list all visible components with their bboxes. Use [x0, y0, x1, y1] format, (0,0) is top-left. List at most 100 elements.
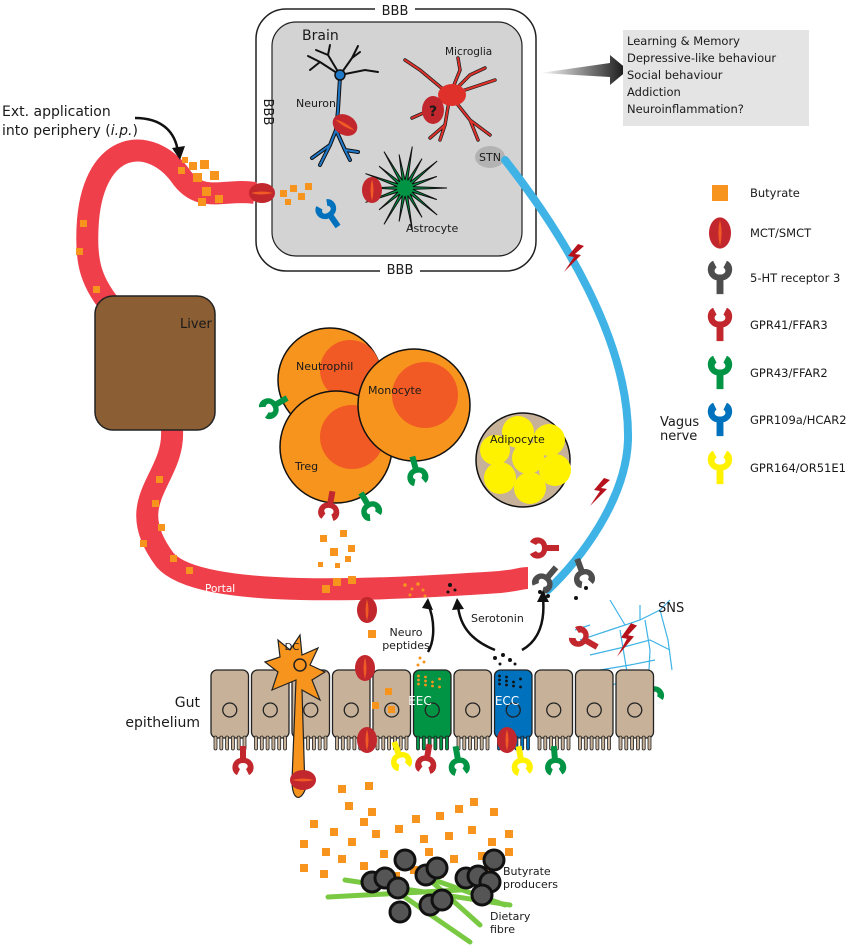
blood-vessel-upper [76, 139, 257, 312]
serotonin-arrow-vagus [521, 597, 545, 652]
eec-cell [412, 669, 452, 751]
mct-transporter-vein [357, 597, 377, 623]
portal-butyrate-particles [140, 476, 356, 593]
brain-butyrate-particles [280, 183, 312, 205]
mct-transporter-apical [355, 655, 375, 681]
epithelial-cell [615, 669, 655, 751]
portal-vein-label-line2: vein [215, 595, 237, 607]
brain-interior [271, 21, 523, 257]
serotonin-release-dots [493, 653, 517, 666]
epithelial-cell [372, 669, 412, 751]
microglia-icon [403, 56, 497, 142]
epithelial-cell [453, 669, 493, 751]
adipocyte-label: Adipocyte [490, 433, 545, 446]
neuropeptide-dots-vein [403, 582, 427, 598]
serotonin-dots-vagus [538, 586, 588, 600]
ip-butyrate-particles [76, 157, 223, 293]
mct-transporter-astrocyte [362, 177, 382, 203]
gpr41-receptor-vagus [530, 537, 559, 559]
fibre-label-line2: fibre [490, 923, 515, 936]
fibre-label-line1: Dietary [490, 910, 531, 923]
brain-title: Brain [302, 28, 339, 44]
gut-label-line2: epithelium [125, 715, 200, 731]
neuropeptides-label-line2: peptides [382, 639, 430, 652]
gpr41-receptor-gut-1 [232, 746, 254, 775]
serotonin-arrow-vein [456, 605, 496, 652]
monocyte-cell [357, 348, 471, 462]
effect-item: Neuroinflammation? [627, 102, 744, 116]
vagus-nerve [501, 156, 633, 594]
signal-bolt-lower [590, 478, 610, 506]
epithelial-cell [574, 669, 614, 751]
legend-label-gpr41: GPR41/FFAR3 [750, 318, 828, 332]
legend-receptor-icon [707, 402, 733, 437]
legend-label-5ht3: 5-HT receptor 3 [750, 271, 841, 285]
brain-region: BBB BBB BBB Brain Neuron Microglia ? Ast… [255, 3, 537, 278]
liver-label: Liver [180, 317, 213, 332]
serotonin-dots-vein [446, 583, 457, 594]
stn-label: STN [479, 151, 501, 164]
legend-label-gpr43: GPR43/FFAR2 [750, 366, 828, 380]
mct-transporter-microglia [422, 96, 444, 124]
ext-application-line1: Ext. application [2, 104, 111, 120]
portal-vein-label-line1: Portal [205, 583, 235, 595]
gpr43-receptor-gut-1 [445, 744, 472, 777]
epithelial-cell [331, 669, 371, 751]
liver [94, 295, 216, 431]
effect-item: Learning & Memory [627, 34, 740, 48]
gut-label-line1: Gut [175, 695, 201, 711]
epithelial-cell [210, 669, 250, 751]
behavioural-effects-box: Learning & Memory Depressive-like behavi… [623, 30, 809, 126]
producers-label-line2: producers [503, 878, 558, 891]
effect-item: Social behaviour [627, 68, 723, 82]
adipocyte-cell [475, 412, 571, 508]
mct-transporter-dc [290, 770, 316, 790]
neuropeptides-label-line1: Neuro [390, 626, 423, 639]
effect-item: Addiction [627, 85, 681, 99]
signal-bolt-sns [617, 623, 637, 657]
effect-item: Depressive-like behaviour [627, 51, 777, 65]
serotonin-label: Serotonin [471, 612, 524, 625]
monocyte-label: Monocyte [368, 384, 422, 397]
mct-transporter-basal [357, 727, 377, 753]
neutrophil-label: Neutrophil [296, 360, 353, 373]
ext-application-arrow [134, 116, 180, 153]
legend-label-gpr164: GPR164/OR51E1 [750, 461, 846, 475]
ext-application-line2: into periphery (i.p.) [2, 123, 138, 139]
mct-transporter-ecc [497, 727, 517, 753]
vagus-label-line1: Vagus [660, 415, 699, 430]
dc-label: DC [285, 642, 300, 653]
vagus-label-line2: nerve [660, 429, 697, 444]
neuron-label: Neuron [296, 97, 336, 110]
legend-label-gpr109a: GPR109a/HCAR2 [750, 413, 847, 427]
bbb-label-left: BBB [260, 99, 275, 126]
legend-butyrate-swatch [712, 185, 728, 201]
legend-receptor-icon [707, 260, 733, 295]
neuropeptide-release-dots [416, 656, 426, 667]
microglia-label: Microglia [445, 46, 492, 58]
bbb-label-top: BBB [382, 4, 409, 19]
legend-receptor-icon [707, 355, 733, 390]
producers-label-line1: Butyrate [503, 865, 551, 878]
effects-arrow [540, 55, 628, 85]
dendritic-cell [263, 633, 327, 798]
ecc-label: ECC [495, 694, 519, 708]
sns-label: SNS [658, 601, 684, 616]
epithelial-cell [534, 669, 574, 751]
legend-receptor-icon [707, 450, 733, 485]
butyrate-producers [360, 848, 506, 924]
portal-vein [136, 429, 529, 601]
gut-epithelium [210, 669, 655, 751]
eec-label: EEC [408, 694, 432, 708]
legend [707, 185, 733, 485]
stn-nucleus [475, 146, 505, 168]
astrocyte-label: Astrocyte [406, 222, 458, 235]
legend-label-mct: MCT/SMCT [750, 226, 812, 240]
legend-mct-icon [709, 217, 731, 249]
legend-label-butyrate: Butyrate [750, 186, 800, 200]
treg-label: Treg [294, 460, 318, 473]
bbb-label-bottom: BBB [387, 263, 414, 278]
unknown-mark: ? [429, 104, 437, 120]
gpr41-receptor-sns [566, 623, 603, 657]
